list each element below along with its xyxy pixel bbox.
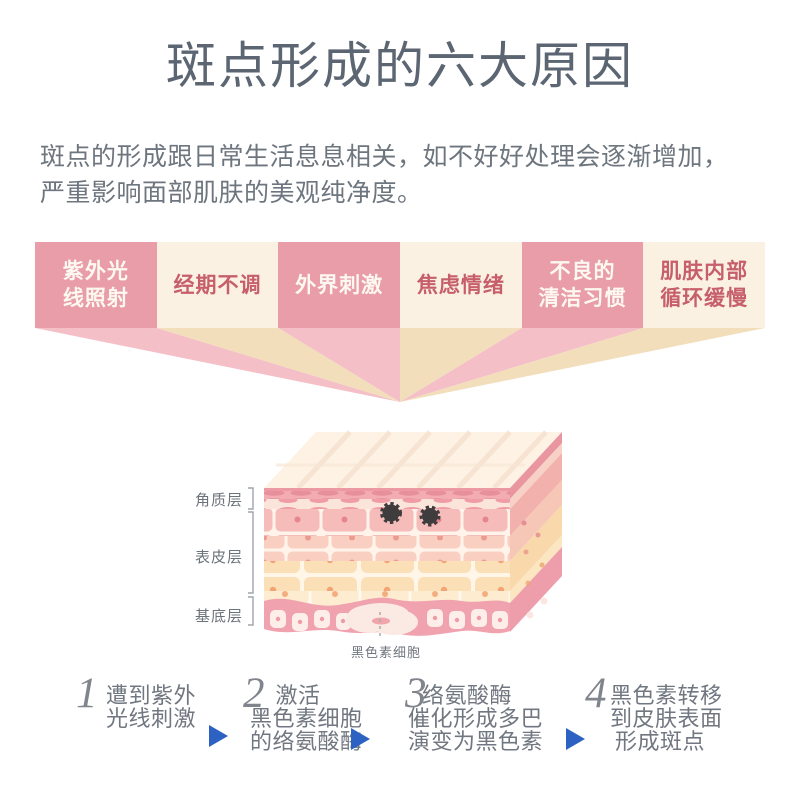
arrow-right-icon	[566, 728, 585, 750]
step-3-text: 络氨酸酶 催化形成多巴 演变为黑色素	[408, 683, 544, 754]
step-number-4: 4	[585, 670, 607, 717]
cause-box-anxiety: 焦虑情绪	[400, 242, 522, 328]
arrow-right-icon	[209, 725, 228, 747]
skin-cross-section-diagram	[248, 430, 562, 639]
cause-label: 焦虑情绪	[416, 273, 505, 297]
cause-box-uv: 紫外光 线照射	[35, 242, 157, 328]
cause-label: 线照射	[62, 287, 129, 310]
cause-box-circulation: 肌肤内部 循环缓慢	[643, 242, 766, 328]
funnel-wedges	[35, 328, 765, 402]
melanocyte-cell	[346, 603, 418, 635]
cause-box-external: 外界刺激	[278, 242, 401, 328]
cause-label: 经期不调	[173, 273, 262, 297]
intro-line-2: 严重影响面部肌肤的美观纯净度。	[40, 179, 423, 207]
step-number-1: 1	[76, 670, 98, 717]
skin-front-face	[264, 488, 510, 636]
intro-line-1: 斑点的形成跟日常生活息息相关，如不好好处理会逐渐增加，	[40, 143, 729, 171]
step-1-text: 遭到紫外 光线刺激	[106, 683, 197, 731]
cause-label: 肌肤内部	[660, 260, 749, 283]
causes-row: 紫外光 线照射 经期不调 外界刺激 焦虑情绪 不良的 清洁习惯 肌肤内部 循环缓…	[35, 242, 766, 328]
intro-paragraph: 斑点的形成跟日常生活息息相关，如不好好处理会逐渐增加， 严重影响面部肌肤的美观纯…	[40, 139, 780, 211]
cause-label: 不良的	[549, 260, 616, 283]
cause-box-menstrual: 经期不调	[156, 242, 279, 328]
cause-label: 紫外光	[62, 260, 129, 283]
basal-cell-dots	[275, 615, 503, 625]
layer-label-horny: 角质层	[194, 492, 243, 509]
cause-box-cleaning: 不良的 清洁习惯	[521, 242, 644, 328]
melanocyte-label: 黑色素细胞	[350, 645, 421, 660]
cause-label: 外界刺激	[295, 273, 384, 297]
layer-label-basal: 基底层	[194, 608, 243, 625]
layer-label-epidermis: 表皮层	[194, 549, 243, 566]
step-number-3: 3	[405, 670, 427, 717]
step-2-text: 激活 黑色素细胞 的络氨酸酶	[250, 683, 363, 754]
cause-label: 清洁习惯	[538, 287, 627, 310]
page-title: 斑点形成的六大原因	[166, 38, 634, 94]
layer-brackets	[248, 487, 254, 626]
step-number-2: 2	[243, 670, 265, 717]
arrow-right-icon	[351, 728, 370, 750]
step-4-text: 黑色素转移 到皮肤表面 形成斑点	[610, 683, 723, 754]
cause-label: 循环缓慢	[660, 287, 749, 310]
skin-top-face	[264, 430, 562, 490]
skin-side-face	[510, 432, 562, 632]
melanin-spot-icon	[380, 502, 441, 527]
